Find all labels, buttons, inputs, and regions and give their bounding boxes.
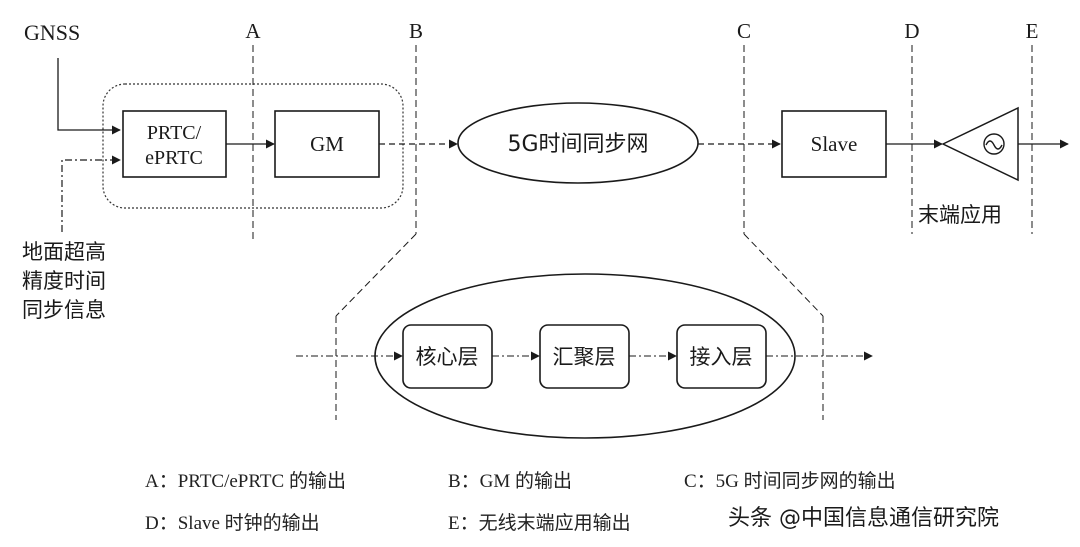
legend-item-c: C：5G 时间同步网的输出 [684, 471, 896, 492]
end-antenna-icon [941, 106, 1019, 182]
ground-source-line1: 地面超高 [22, 240, 106, 264]
network-label: 5G时间同步网 [507, 132, 648, 157]
cut-label-a: A [245, 19, 261, 43]
prtc-label-line1: PRTC/ [147, 122, 202, 144]
core-layer-box [402, 324, 493, 389]
aggregation-layer-label: 汇聚层 [553, 345, 616, 369]
gm-box [274, 110, 380, 178]
prtc-label-line2: ePRTC [145, 147, 203, 169]
gnss-input-line [57, 58, 121, 135]
prtc-box [122, 110, 227, 178]
ground-source-line2: 精度时间 [22, 269, 106, 293]
core-layer-label: 核心层 [416, 345, 479, 369]
aggregation-layer-box [539, 324, 630, 389]
legend-item-e: E：无线末端应用输出 [448, 513, 631, 534]
access-layer-label: 接入层 [690, 345, 753, 369]
gm-label: GM [310, 132, 344, 156]
ground-source-line [61, 155, 121, 232]
sine-wave-icon [985, 140, 1003, 150]
zoom-line-right [743, 233, 824, 317]
network-ellipse [457, 102, 699, 184]
cut-label-b: B [409, 19, 423, 43]
legend-item-d: D：Slave 时钟的输出 [145, 513, 320, 534]
end-app-label: 末端应用 [918, 203, 1002, 227]
source-watermark: 头条 @中国信息通信研究院 [728, 506, 999, 531]
cut-label-d: D [904, 19, 919, 43]
cut-label-c: C [737, 19, 751, 43]
access-layer-box [676, 324, 767, 389]
legend-item-b: B：GM 的输出 [448, 471, 573, 492]
ground-source-line3: 同步信息 [22, 298, 106, 322]
legend-item-a: A：PRTC/ePRTC 的输出 [145, 471, 346, 492]
cut-label-e: E [1026, 19, 1039, 43]
gnss-label: GNSS [24, 20, 80, 45]
zoom-line-left [335, 233, 417, 317]
slave-label: Slave [811, 132, 858, 156]
